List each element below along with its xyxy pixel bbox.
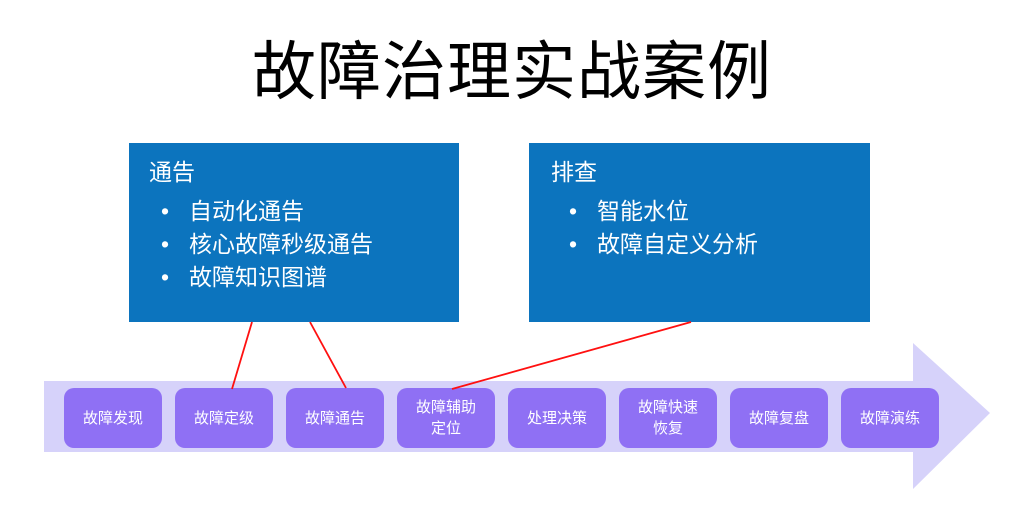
bullet-icon: • (161, 198, 170, 224)
list-item: • 智能水位 (545, 195, 854, 228)
process-step-label: 故障演练 (859, 409, 920, 427)
bullet-icon: • (161, 231, 170, 257)
list-item: • 自动化通告 (145, 195, 443, 228)
process-step-recover[interactable]: 故障快速恢复 (619, 388, 717, 448)
process-step-notify[interactable]: 故障通告 (286, 388, 384, 448)
list-item: • 故障知识图谱 (145, 261, 443, 294)
process-step-label: 故障复盘 (748, 409, 809, 427)
card-title-notify: 通告 (149, 159, 195, 185)
list-item-label: 智能水位 (597, 198, 689, 224)
process-step-locate[interactable]: 故障辅助定位 (397, 388, 495, 448)
card-title-investigate: 排查 (551, 159, 597, 185)
process-step-label: 故障通告 (304, 409, 365, 427)
process-step-decide[interactable]: 处理决策 (508, 388, 606, 448)
card-list-investigate: • 智能水位 • 故障自定义分析 (545, 195, 854, 261)
list-item: • 故障自定义分析 (545, 228, 854, 261)
bullet-icon: • (569, 231, 578, 257)
info-card-notify: 通告 • 自动化通告 • 核心故障秒级通告 • 故障知识图谱 (129, 143, 459, 322)
process-step-label: 故障快速恢复 (637, 399, 698, 437)
process-step-discover[interactable]: 故障发现 (64, 388, 162, 448)
process-step-label: 处理决策 (526, 409, 587, 427)
process-step-label: 故障辅助定位 (415, 399, 476, 437)
page-title: 故障治理实战案例 (252, 36, 772, 108)
info-card-investigate: 排查 • 智能水位 • 故障自定义分析 (529, 143, 870, 322)
process-step-label: 故障发现 (82, 409, 143, 427)
list-item-label: 自动化通告 (189, 198, 304, 224)
list-item-label: 故障自定义分析 (597, 231, 758, 257)
process-step-drill[interactable]: 故障演练 (841, 388, 939, 448)
card-list-notify: • 自动化通告 • 核心故障秒级通告 • 故障知识图谱 (145, 195, 443, 294)
bullet-icon: • (569, 198, 578, 224)
list-item-label: 核心故障秒级通告 (189, 231, 373, 257)
list-item: • 核心故障秒级通告 (145, 228, 443, 261)
process-step-grade[interactable]: 故障定级 (175, 388, 273, 448)
list-item-label: 故障知识图谱 (189, 264, 327, 290)
bullet-icon: • (161, 264, 170, 290)
process-step-label: 故障定级 (193, 409, 254, 427)
process-step-review[interactable]: 故障复盘 (730, 388, 828, 448)
